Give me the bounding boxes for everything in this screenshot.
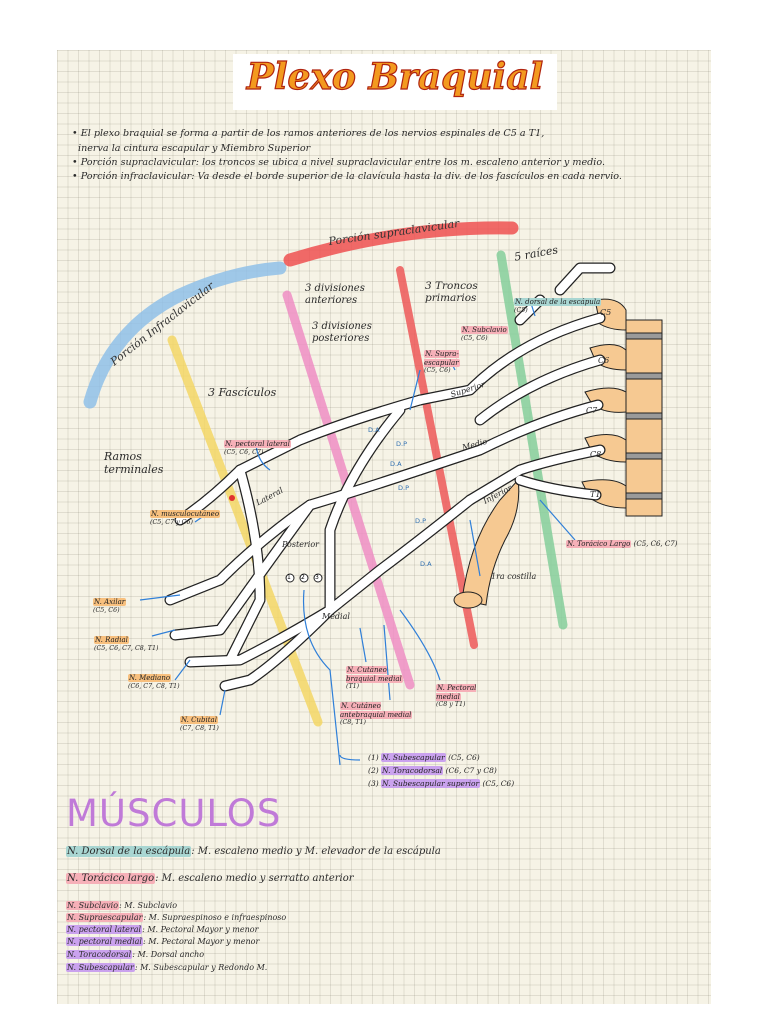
label-fasciculos: 3 Fascículos xyxy=(208,386,277,399)
vertebra-c8: C8 xyxy=(590,450,602,459)
circle-number: 1 xyxy=(287,574,291,581)
division-mark: D.P xyxy=(396,440,407,448)
musculo-row: N. Toracodorsal: M. Dorsal ancho xyxy=(66,950,205,959)
nerve-network xyxy=(164,262,616,692)
circle-number: 3 xyxy=(315,574,319,581)
tag-axilar: N. Axilar(C5, C6) xyxy=(93,598,127,614)
tag-supraescapular: N. Supra-escapular(C5, C6) xyxy=(424,350,460,374)
musculo-row: N. Subescapular: M. Subescapular y Redon… xyxy=(66,963,268,972)
troncos-band xyxy=(396,266,478,649)
musculo-row: N. pectoral medial: M. Pectoral Mayor y … xyxy=(66,937,260,946)
intro-line-4: • Porción infraclavicular: Va desde el b… xyxy=(72,171,622,182)
posterior-branch-3: (3) N. Subescapular superior (C5, C6) xyxy=(368,779,515,788)
intro-line-3: • Porción supraclavicular: los troncos s… xyxy=(72,157,606,168)
page-title: Plexo Braquial xyxy=(246,55,544,98)
posterior-branch-1: (1) N. Subescapular (C5, C6) xyxy=(368,753,480,762)
intro-line-1: • El plexo braquial se forma a partir de… xyxy=(72,128,545,139)
musculo-row: N. Subclavio: M. Subclavio xyxy=(66,901,178,910)
division-mark: D.P xyxy=(398,484,409,492)
division-mark: D.A xyxy=(390,460,402,468)
grid-paper xyxy=(57,50,711,1004)
label-ramos: Ramos terminales xyxy=(104,450,164,476)
musculo-row: N. Supraescapular: M. Supraespinoso e in… xyxy=(66,913,287,922)
brachial-plexus-diagram xyxy=(83,221,663,766)
label-troncos: 3 Troncos primarios xyxy=(425,280,478,304)
tag-subclavio: N. Subclavio(C5, C6) xyxy=(461,326,508,342)
cord-posterior: Posterior xyxy=(282,540,319,549)
tag-radial: N. Radial(C5, C6, C7, C8, T1) xyxy=(94,636,159,652)
cord-medial: Medial xyxy=(322,612,350,621)
musculo-row: N. Torácico largo: M. escaleno medio y s… xyxy=(66,873,354,884)
tag-cutaneo-braquial-medial: N. Cutáneo braquial medial(T1) xyxy=(346,666,403,690)
vertebra-c7: C7 xyxy=(586,406,598,415)
label-div-anteriores: 3 divisiones anteriores xyxy=(305,283,365,306)
vertebra-c5: C5 xyxy=(600,308,612,317)
division-mark: D.A xyxy=(368,426,380,434)
supraclavicular-band xyxy=(283,221,519,267)
tag-musculocutaneo: N. musculocutáneo(C5, C7 y C6) xyxy=(150,510,221,526)
musculo-row: N. pectoral lateral: M. Pectoral Mayor y… xyxy=(66,925,259,934)
tag-mediano: N. Mediano(C6, C7, C8, T1) xyxy=(128,674,180,690)
musculos-title: MÚSCULOS xyxy=(66,792,282,835)
tag-cutaneo-antebraquial-medial: N. Cutáneo antebraquial medial(C8, T1) xyxy=(340,702,413,726)
vertebra-c6: C6 xyxy=(598,356,610,365)
musculo-row: N. Dorsal de la escápula: M. escaleno me… xyxy=(66,846,441,857)
tag-dorsal-escapula: N. dorsal de la escápula(C5) xyxy=(514,298,602,314)
infraclavicular-band xyxy=(83,261,287,409)
label-div-posteriores: 3 divisiones posteriores xyxy=(312,321,372,344)
intro-line-2: inerva la cintura escapular y Miembro Su… xyxy=(78,143,311,154)
circle-number: 2 xyxy=(301,574,305,581)
tag-toracico-largo: N. Torácico Largo (C5, C6, C7) xyxy=(566,540,678,548)
posterior-branch-2: (2) N. Toracodorsal (C6, C7 y C8) xyxy=(368,766,497,775)
tag-pectoral-medial: N. Pectoral medial(C8 y T1) xyxy=(436,684,477,708)
vertebra-t1: T1 xyxy=(590,490,601,499)
tag-cubital: N. Cubital(C7, C8, T1) xyxy=(180,716,219,732)
first-rib xyxy=(461,478,520,606)
title-box xyxy=(233,54,557,110)
label-first-rib: 1ra costilla xyxy=(491,572,537,581)
fasciculos-band xyxy=(167,335,323,727)
raices-band xyxy=(496,250,568,630)
label-arrows xyxy=(139,299,576,766)
tag-pectoral-lateral: N. pectoral lateral(C5, C6, C7) xyxy=(224,440,291,456)
division-mark: D.P xyxy=(415,517,426,525)
division-mark: D.A xyxy=(420,560,432,568)
